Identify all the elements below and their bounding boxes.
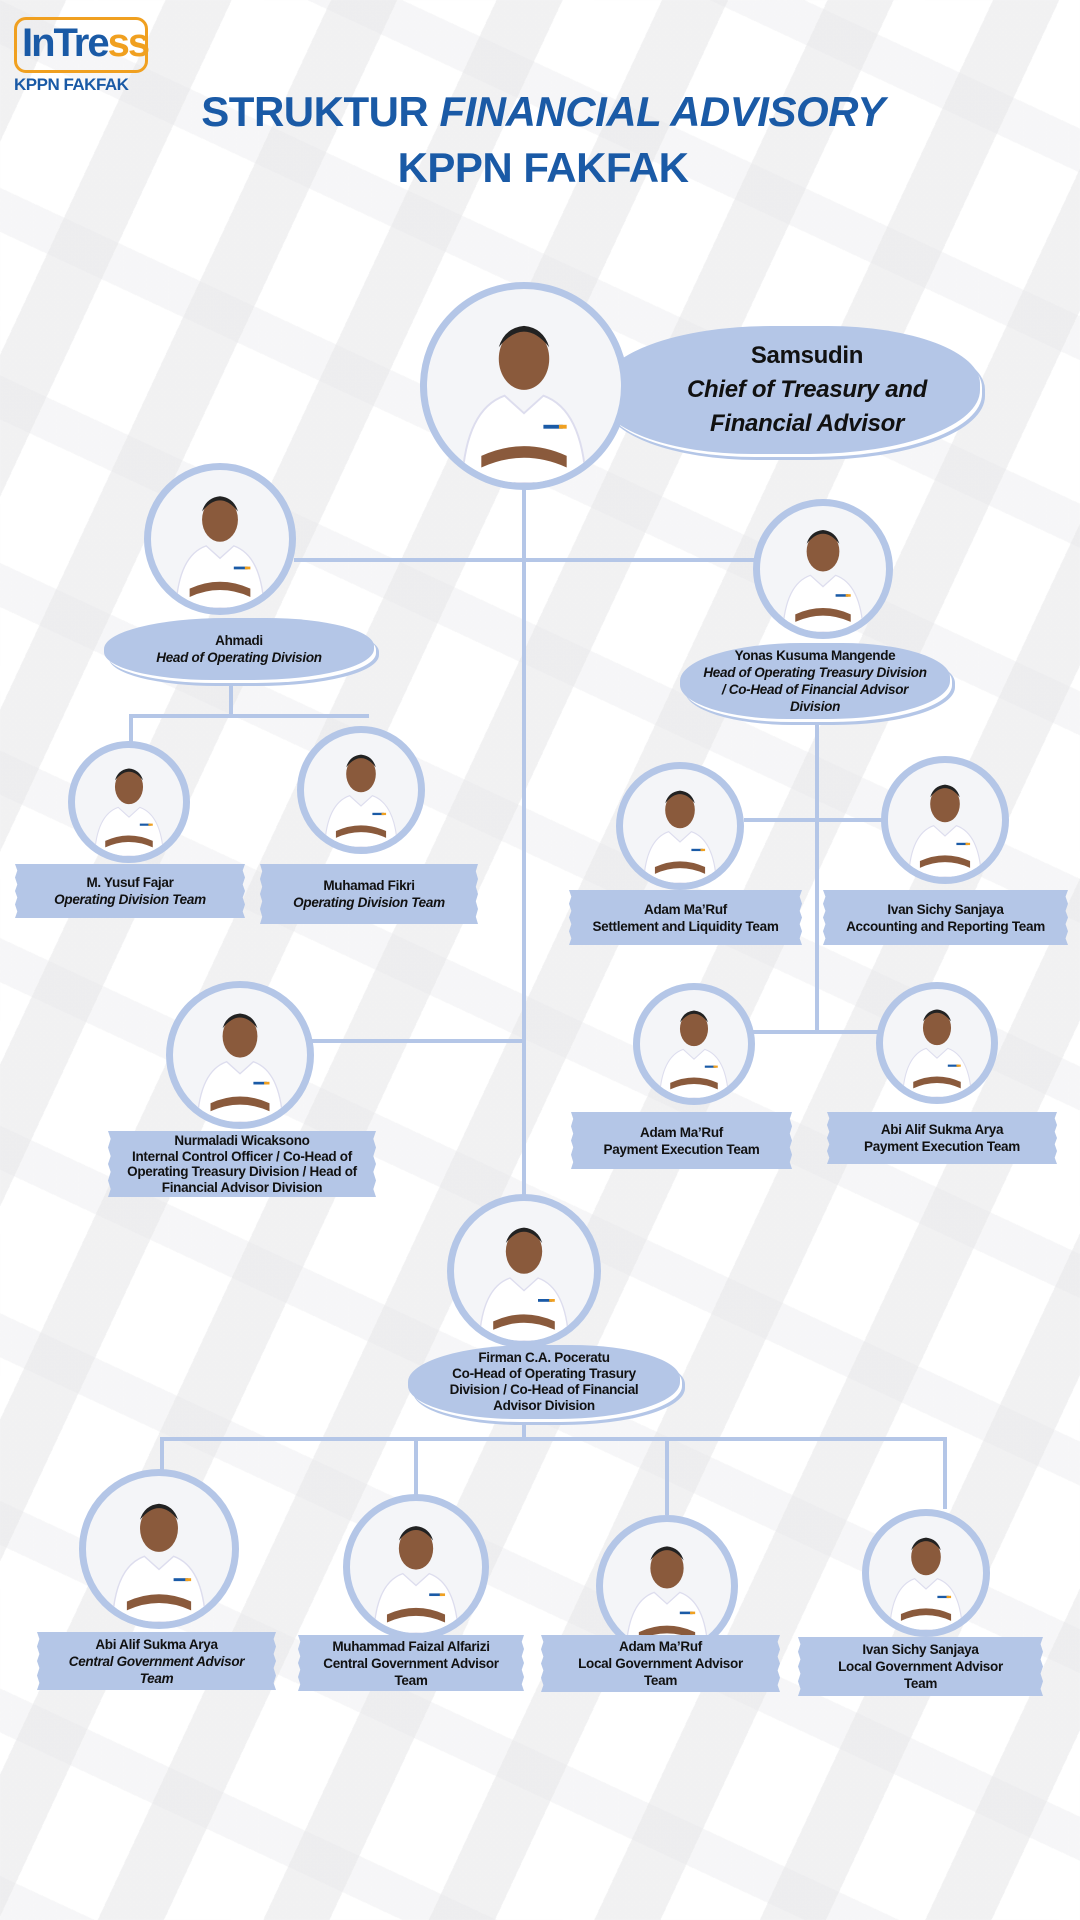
connector-yonas-down [815,716,819,1034]
person-role: Head of Operating Treasury Division / Co… [703,665,927,714]
person-portrait-icon [175,496,265,608]
person-role: Settlement and Liquidity Team [592,918,779,934]
person-portrait-icon [478,1227,570,1341]
person-role: Local Government Advisor Team [838,1659,1003,1691]
person-role: Local Government Advisor Team [578,1656,743,1688]
person-name: Firman C.A. Poceratu [478,1350,610,1365]
label-samsudin: Samsudin Chief of Treasury and Financial… [600,326,980,454]
label-nurmaladi: Nurmaladi Wicaksono Internal Control Off… [108,1131,376,1197]
label-abi-central: Abi Alif Sukma Arya Central Government A… [37,1632,276,1690]
label-firman: Firman C.A. Poceratu Co-Head of Operatin… [408,1345,680,1419]
label-muhamad-fikri: Muhamad Fikri Operating Division Team [260,864,478,924]
person-name: Nurmaladi Wicaksono [174,1133,310,1148]
label-yusuf-fajar: M. Yusuf Fajar Operating Division Team [15,864,245,918]
person-name: Ivan Sichy Sanjaya [887,901,1004,917]
logo-frame [14,17,148,73]
page-title-line2: KPPN FAKFAK [397,144,689,191]
intress-logo: InTress KPPN FAKFAK [12,15,153,95]
person-role: Head of Operating Division [156,650,322,665]
photo-ivan-accounting [881,756,1009,884]
label-ivan-local: Ivan Sichy Sanjaya Local Government Advi… [798,1637,1043,1696]
person-role: Central Government Advisor Team [323,1655,499,1688]
person-role: Internal Control Officer / Co-Head of Op… [127,1148,357,1195]
label-yonas: Yonas Kusuma Mangende Head of Operating … [680,643,950,719]
label-ahmadi: Ahmadi Head of Operating Division [104,618,374,680]
photo-samsudin [420,282,628,490]
person-portrait-icon [782,529,864,632]
connector-drop-2 [414,1437,418,1495]
person-portrait-icon [460,325,588,483]
connector-firman-down [522,1418,526,1440]
person-portrait-icon [373,1526,459,1633]
photo-ivan-local [862,1509,990,1637]
person-name: Samsudin [750,342,864,369]
person-role: Operating Division Team [54,892,206,907]
connector-nurmaladi [310,1039,524,1043]
connector-ahmadi-down [229,680,233,718]
person-name: M. Yusuf Fajar [86,875,174,890]
connector-level1 [294,558,754,562]
person-name: Abi Alif Sukma Arya [880,1122,1004,1137]
label-adam-payment: Adam Ma’Ruf Payment Execution Team [571,1112,792,1169]
person-name: Muhammad Faizal Alfarizi [332,1638,490,1654]
person-name: Ivan Sichy Sanjaya [862,1642,979,1657]
connector-trunk [522,480,526,1200]
photo-nurmaladi [166,981,314,1129]
person-portrait-icon [111,1503,207,1622]
logo-subtitle: KPPN FAKFAK [14,75,129,94]
connector-bottom-branch [160,1437,947,1441]
connector-yonas-branch1 [744,818,888,822]
person-name: Adam Ma’Ruf [644,901,727,917]
connector-fajar-drop [129,714,133,744]
person-portrait-icon [196,1013,284,1122]
photo-abi-payment [876,982,998,1104]
person-portrait-icon [907,784,983,877]
connector-drop-3 [665,1437,669,1515]
person-portrait-icon [93,768,165,856]
photo-adam-settlement [616,762,744,890]
photo-muhamad-fikri [297,726,425,854]
label-ivan-accounting: Ivan Sichy Sanjaya Accounting and Report… [823,890,1068,945]
person-role: Payment Execution Team [864,1139,1020,1154]
connector-drop-4 [943,1437,947,1509]
person-name: Abi Alif Sukma Arya [95,1636,218,1652]
person-name: Muhamad Fikri [323,878,415,893]
person-name: Adam Ma’Ruf [640,1124,723,1140]
person-role: Co-Head of Operating Trasury Division / … [449,1366,639,1413]
photo-ahmadi [144,463,296,615]
page-title-line1: STRUKTUR FINANCIAL ADVISORY [201,88,885,135]
person-portrait-icon [323,754,399,847]
photo-firman [447,1194,601,1348]
person-role: Operating Division Team [293,895,445,910]
person-name: Yonas Kusuma Mangende [734,648,896,663]
photo-abi-central [79,1469,239,1629]
person-role: Accounting and Reporting Team [846,918,1045,934]
person-portrait-icon [625,1546,709,1650]
photo-adam-local [596,1515,738,1657]
person-portrait-icon [658,1010,730,1098]
person-portrait-icon [901,1009,973,1097]
person-role: Central Government Advisor Team [68,1653,245,1686]
connector-ahmadi-branch [129,714,369,718]
photo-yusuf-fajar [68,741,190,863]
label-abi-payment: Abi Alif Sukma Arya Payment Execution Te… [827,1112,1057,1164]
photo-faizal-central [343,1494,489,1640]
label-adam-local: Adam Ma’Ruf Local Government Advisor Tea… [541,1635,780,1692]
photo-adam-payment [633,983,755,1105]
connector-yonas-branch2 [750,1030,882,1034]
person-portrait-icon [888,1537,964,1630]
label-faizal-central: Muhammad Faizal Alfarizi Central Governm… [298,1635,524,1691]
photo-yonas [753,499,893,639]
label-adam-settlement: Adam Ma’Ruf Settlement and Liquidity Tea… [569,890,802,945]
connector-drop-1 [160,1437,164,1471]
person-name: Ahmadi [215,633,263,648]
person-role: Chief of Treasury and Financial Advisor [687,376,927,437]
logo-wordmark: InTress [22,21,150,65]
person-role: Payment Execution Team [603,1141,760,1157]
person-portrait-icon [642,790,718,883]
person-name: Adam Ma’Ruf [619,1639,702,1654]
